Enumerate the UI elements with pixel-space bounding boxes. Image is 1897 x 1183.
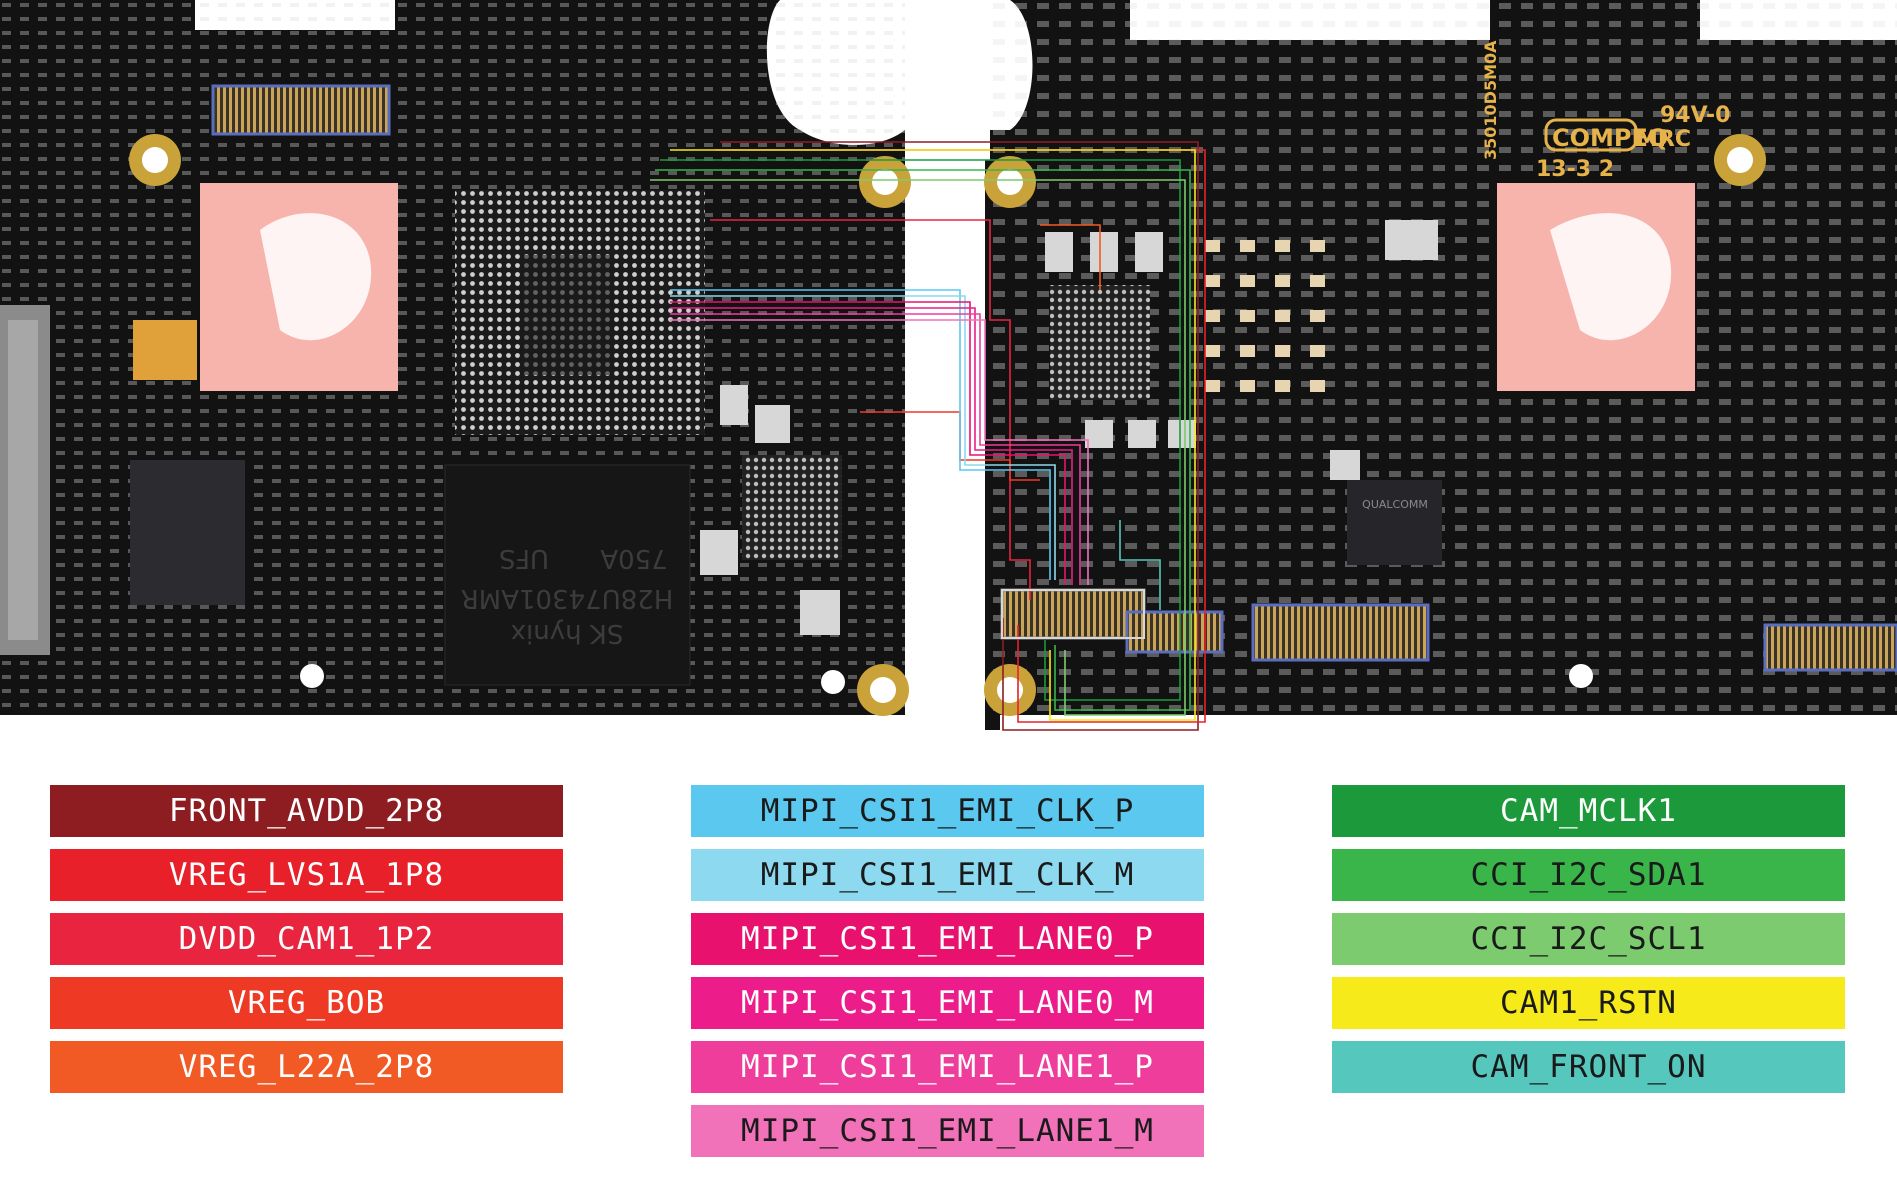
trace-front-avdd-2p8 bbox=[720, 141, 1199, 731]
trace-cam1-rstn bbox=[670, 149, 1196, 721]
qc-chip-text: QUALCOMM bbox=[1362, 498, 1428, 511]
front-camera-connector bbox=[1001, 589, 1145, 639]
trace-cci-i2c-scl1 bbox=[650, 179, 1186, 716]
camera-bga bbox=[1050, 285, 1150, 400]
legend-item-mipi-csi1-emi-clk-m: MIPI_CSI1_EMI_CLK_M bbox=[691, 849, 1204, 901]
connector-bottom-mid bbox=[1000, 588, 1146, 640]
lot-text: 13-3 2 bbox=[1536, 157, 1614, 182]
trace-mipi-lane0-m bbox=[670, 307, 1073, 585]
trace-vreg-bob bbox=[860, 411, 1040, 481]
trace-mipi-lane1-p bbox=[670, 313, 1081, 585]
legend-item-cci-i2c-sda1: CCI_I2C_SDA1 bbox=[1332, 849, 1845, 901]
trace-cci-i2c-sda1 bbox=[655, 169, 1191, 711]
trace-mipi-clk-m bbox=[670, 295, 1056, 580]
part-code-text: 35010D5M0A bbox=[1481, 40, 1500, 160]
connector-bottom-right bbox=[1251, 603, 1430, 662]
trace-mipi-clk-p bbox=[670, 289, 1051, 580]
compeq-text: COMPEQ bbox=[1552, 124, 1668, 152]
hynix-grade-text: 750A bbox=[600, 543, 668, 573]
legend-item-front-avdd-2p8: FRONT_AVDD_2P8 bbox=[50, 785, 563, 837]
legend-item-cam-mclk1: CAM_MCLK1 bbox=[1332, 785, 1845, 837]
ufs-chip bbox=[444, 464, 691, 686]
connector-far-right bbox=[1763, 623, 1897, 672]
legend-item-dvdd-cam1-1p2: DVDD_CAM1_1P2 bbox=[50, 913, 563, 965]
qualcomm-chip bbox=[1347, 480, 1442, 565]
legend-item-mipi-csi1-emi-lane0-p: MIPI_CSI1_EMI_LANE0_P bbox=[691, 913, 1204, 965]
trace-cam-mclk1 bbox=[660, 159, 1181, 701]
legend-item-mipi-csi1-emi-lane0-m: MIPI_CSI1_EMI_LANE0_M bbox=[691, 977, 1204, 1029]
trace-mipi-lane1-m bbox=[670, 319, 1089, 585]
rating-text: 94V-0 bbox=[1660, 103, 1730, 128]
trace-dvdd-cam1-1p2 bbox=[710, 219, 1031, 600]
connector-top-left bbox=[211, 84, 391, 136]
legend-item-vreg-lvs1a-1p8: VREG_LVS1A_1P8 bbox=[50, 849, 563, 901]
hynix-brand-text: SK hynix bbox=[511, 618, 624, 648]
trace-cam-front-on bbox=[1119, 520, 1161, 610]
legend-item-mipi-csi1-emi-clk-p: MIPI_CSI1_EMI_CLK_P bbox=[691, 785, 1204, 837]
trace-mipi-lane0-p bbox=[670, 301, 1066, 585]
hynix-type-text: UFS bbox=[499, 543, 549, 573]
legend-item-mipi-csi1-emi-lane1-m: MIPI_CSI1_EMI_LANE1_M bbox=[691, 1105, 1204, 1157]
legend-item-cci-i2c-scl1: CCI_I2C_SCL1 bbox=[1332, 913, 1845, 965]
hynix-part-text: H28U74301AMR bbox=[461, 583, 674, 613]
legend-item-cam-front-on: CAM_FRONT_ON bbox=[1332, 1041, 1845, 1093]
connector-bottom-mid2 bbox=[1125, 610, 1224, 654]
pcb-board-photo: SK hynix H28U74301AMR UFS 750A bbox=[0, 0, 1897, 731]
legend-item-cam1-rstn: CAM1_RSTN bbox=[1332, 977, 1845, 1029]
legend-item-vreg-bob: VREG_BOB bbox=[50, 977, 563, 1029]
legend-item-vreg-l22a-2p8: VREG_L22A_2P8 bbox=[50, 1041, 563, 1093]
pmic-bga bbox=[742, 455, 842, 560]
legend-mipi-column: MIPI_CSI1_EMI_CLK_P MIPI_CSI1_EMI_CLK_M MI… bbox=[691, 785, 1204, 1169]
mrc-text: MRC bbox=[1636, 127, 1691, 152]
trace-vreg-l22a-2p8 bbox=[1040, 224, 1101, 290]
legend-item-mipi-csi1-emi-lane1-p: MIPI_CSI1_EMI_LANE1_P bbox=[691, 1041, 1204, 1093]
